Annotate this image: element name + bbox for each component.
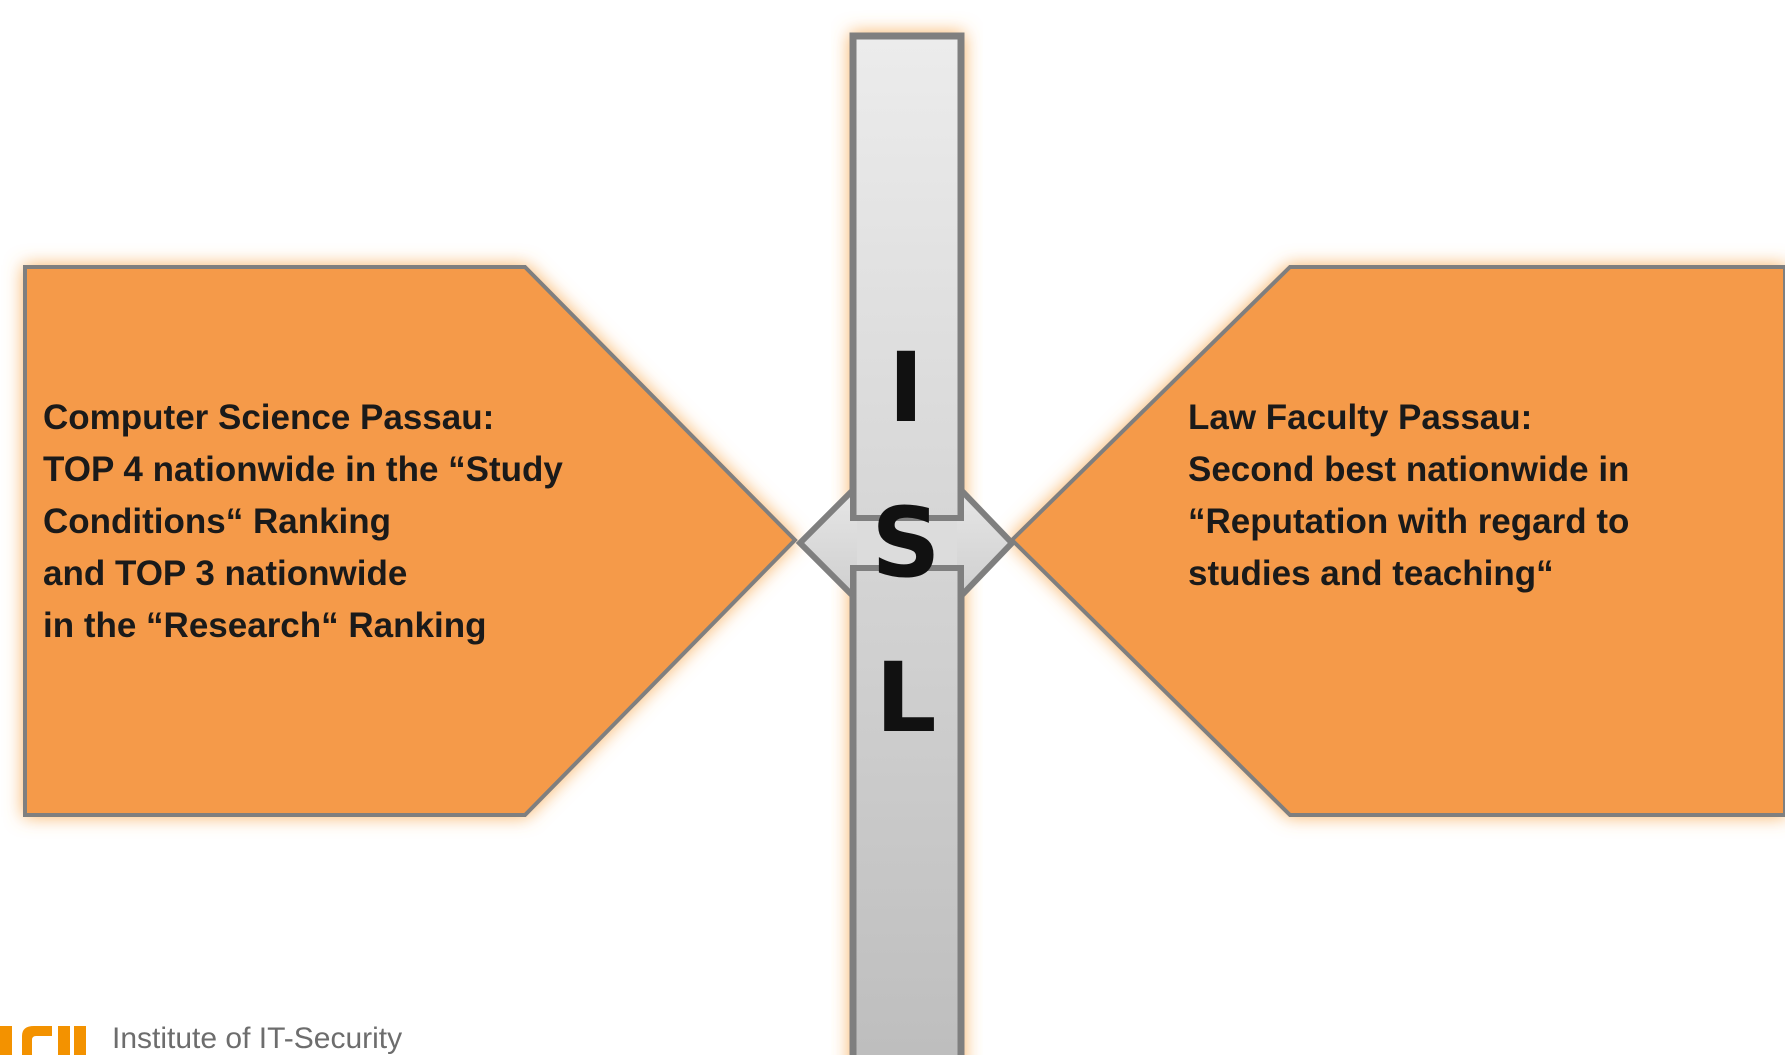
pillar-letter-l: L	[875, 642, 937, 754]
footer-logo: Institute of IT-Security	[0, 1018, 420, 1055]
left-panel-line: and TOP 3 nationwide	[43, 554, 408, 593]
left-panel-line: Conditions“ Ranking	[43, 502, 392, 541]
right-panel-line: Law Faculty Passau:	[1188, 398, 1533, 437]
right-panel-line: studies and teaching“	[1188, 554, 1554, 593]
pillar-letter-i: I	[888, 332, 924, 444]
left-panel-text: Computer Science Passau: TOP 4 nationwid…	[43, 392, 563, 652]
left-panel-shape	[23, 265, 798, 817]
right-panel-line: Second best nationwide in	[1188, 450, 1630, 489]
footer-logo-text: Institute of IT-Security	[112, 1022, 403, 1055]
left-panel-line: TOP 4 nationwide in the “Study	[43, 450, 563, 489]
right-panel-line: “Reputation with regard to	[1188, 502, 1630, 541]
left-panel-line: in the “Research“ Ranking	[43, 606, 487, 645]
right-panel-text: Law Faculty Passau: Second best nationwi…	[1188, 392, 1629, 600]
right-panel-shape	[1009, 265, 1785, 817]
pillar-letter-s: S	[871, 487, 941, 599]
left-panel-line: Computer Science Passau:	[43, 398, 495, 437]
institute-logo-icon	[0, 1026, 86, 1055]
